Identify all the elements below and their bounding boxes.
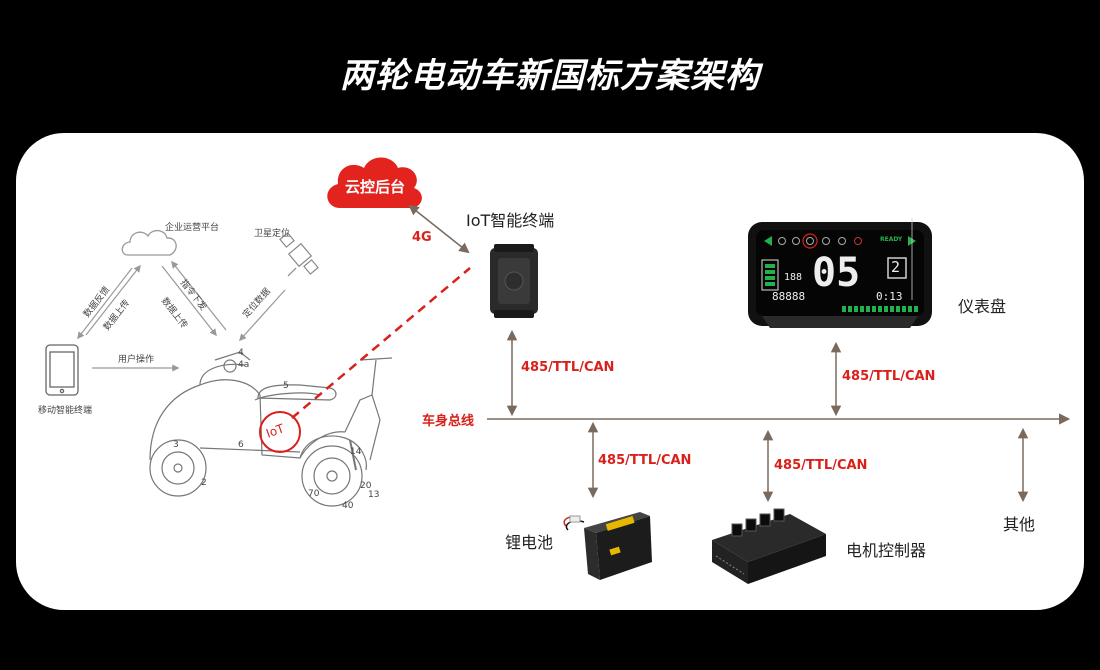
satellite-icon [279, 232, 319, 277]
lithium-battery-device [563, 512, 652, 580]
iot-highlight-circle [259, 411, 301, 453]
motor-controller-device [712, 508, 826, 584]
satellite-label: 卫星定位 [254, 229, 291, 239]
part-number: 40 [342, 501, 354, 511]
dashboard-odo: 88888 [772, 290, 806, 303]
other-label: 其他 [1003, 515, 1036, 534]
part-number: 6 [238, 440, 244, 450]
dashboard-ready: READY [880, 236, 903, 243]
part-number: 14 [350, 447, 362, 457]
dashboard-gear: 2 [891, 258, 901, 276]
part-number: 70 [308, 489, 320, 499]
dashboard-speed: 05 [812, 250, 861, 296]
bus-label: 车身总线 [422, 414, 475, 429]
diagram-panel [16, 133, 1084, 610]
part-number: 20 [360, 481, 372, 491]
dashboard-label: 仪表盘 [958, 297, 1007, 316]
4g-label: 4G [412, 230, 432, 245]
protocol-label-controller: 485/TTL/CAN [774, 458, 868, 473]
dashboard-battery-pct: 188 [784, 272, 803, 283]
cloud-backend-label: 云控后台 [344, 178, 405, 196]
iot-dashed-link [291, 267, 471, 419]
scooter-flow-arrows [77, 260, 286, 372]
cloud-backend-icon [327, 157, 422, 208]
user-op-label: 用户操作 [118, 355, 155, 365]
iot-terminal-label: IoT智能终端 [466, 211, 555, 230]
controller-label: 电机控制器 [846, 541, 927, 560]
protocol-label-battery: 485/TTL/CAN [598, 453, 692, 468]
part-number: 13 [368, 490, 380, 500]
part-number: 2 [201, 478, 207, 488]
iot-terminal-device [490, 244, 538, 318]
page-title: 两轮电动车新国标方案架构 [340, 56, 760, 96]
4g-link-arrow [408, 204, 470, 254]
mobile-label: 移动智能终端 [38, 406, 93, 416]
platform-cloud-icon [121, 229, 177, 256]
dashboard-time: 0:13 [876, 290, 903, 303]
part-number: 4a [238, 360, 250, 370]
part-number: 3 [173, 440, 179, 450]
dashboard-device [748, 218, 932, 328]
protocol-label-dashboard: 485/TTL/CAN [842, 369, 936, 384]
part-number: 5 [283, 381, 289, 391]
protocol-label-iot: 485/TTL/CAN [521, 360, 615, 375]
part-number: 4 [238, 348, 244, 358]
platform-label: 企业运营平台 [165, 223, 220, 233]
mobile-phone-icon [45, 344, 79, 396]
battery-label: 锂电池 [505, 533, 554, 552]
